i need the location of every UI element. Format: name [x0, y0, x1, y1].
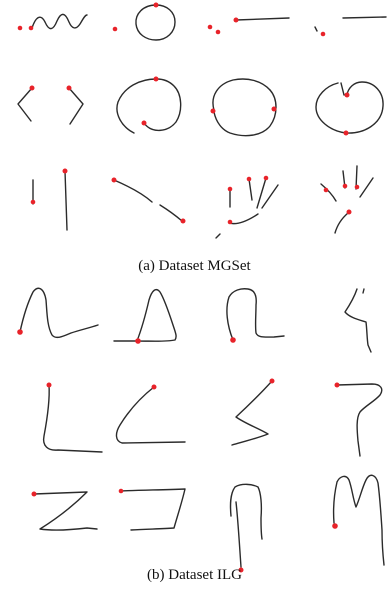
- mgset-sketch-r2c1: [17, 85, 84, 125]
- mgset-sketch-r1c1: [17, 13, 88, 31]
- ilg-sketch-r2c4: [334, 382, 383, 457]
- subfigure-a-caption: (a) Dataset MGSet: [0, 257, 389, 275]
- subfigure-a-grid: [17, 2, 387, 239]
- subfigure-b-caption: (b) Dataset ILG: [0, 566, 389, 584]
- ilg-sketch-r3c3: [229, 483, 263, 573]
- mgset-sketch-r3c2: [111, 177, 186, 224]
- mgset-sketch-r1c4: [314, 16, 387, 37]
- mgset-sketch-r1c3: [207, 17, 290, 35]
- mgset-sketch-r2c2: [116, 76, 182, 134]
- mgset-sketch-r3c4: [320, 165, 374, 234]
- ilg-sketch-r1c4: [344, 288, 372, 353]
- ilg-sketch-r3c2: [118, 488, 186, 531]
- mgset-sketch-r2c3: [210, 78, 277, 137]
- mgset-sketch-r3c1: [30, 168, 68, 231]
- ilg-sketch-r1c2: [113, 288, 177, 344]
- mgset-sketch-r3c3: [215, 175, 279, 239]
- subfigure-b-grid: [17, 287, 385, 573]
- ilg-sketch-r3c4: [332, 474, 385, 566]
- mgset-sketch-r2c4: [315, 81, 384, 136]
- ilg-sketch-r1c3: [226, 288, 285, 343]
- ilg-sketch-r2c1: [42, 382, 103, 453]
- ilg-sketch-r3c1: [31, 491, 98, 531]
- subfigure-b-title: Dataset ILG: [168, 567, 242, 583]
- subfigure-a-label: (a): [138, 258, 155, 274]
- subfigure-b-label: (b): [147, 567, 165, 583]
- ilg-sketch-r2c2: [115, 384, 186, 444]
- ilg-sketch-r2c3: [231, 378, 275, 446]
- ilg-sketch-r1c1: [17, 287, 99, 339]
- subfigure-a-title: Dataset MGSet: [158, 258, 251, 274]
- mgset-sketch-r1c2: [112, 2, 176, 41]
